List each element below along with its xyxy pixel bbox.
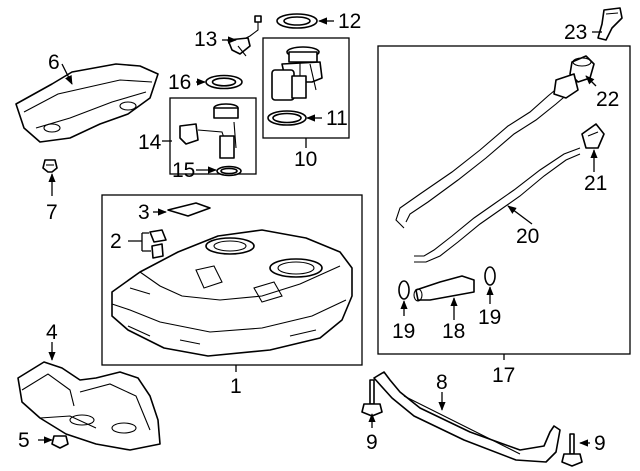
callout-9-left: 9	[366, 431, 378, 454]
callout-19-left: 19	[392, 320, 415, 343]
callout-23: 23	[564, 21, 587, 44]
callout-3: 3	[138, 201, 150, 224]
callout-12: 12	[338, 10, 361, 33]
bolt-part-right[interactable]	[561, 433, 583, 467]
fuel-level-sensor-part[interactable]	[179, 103, 239, 159]
hose-part[interactable]	[413, 275, 475, 302]
callout-4: 4	[46, 321, 58, 344]
leader-lines	[38, 17, 602, 447]
callout-19-right: 19	[478, 306, 501, 329]
callout-5: 5	[18, 429, 30, 452]
callout-20: 20	[516, 225, 539, 248]
clip-part[interactable]	[42, 159, 58, 173]
callout-labels: 6 7 13 12 16 11 10 14 15 3 2 1 4 5 8 9 9…	[18, 10, 619, 455]
callout-8: 8	[436, 371, 448, 394]
small-pads-part[interactable]	[149, 229, 167, 259]
heat-shield-part[interactable]	[15, 63, 159, 143]
callout-13: 13	[194, 28, 217, 51]
lock-ring-part[interactable]	[276, 13, 318, 29]
callout-22: 22	[596, 88, 619, 111]
sender-connector-part[interactable]	[227, 15, 262, 57]
callout-21: 21	[584, 172, 607, 195]
callout-6: 6	[48, 51, 60, 74]
callout-9-right: 9	[594, 432, 606, 455]
hose-clamp-part-right[interactable]	[484, 266, 496, 286]
hose-clamp-part-left[interactable]	[398, 280, 410, 300]
callout-2: 2	[110, 230, 122, 253]
tank-pad-part[interactable]	[167, 202, 211, 217]
pump-seal-part[interactable]	[267, 110, 307, 126]
bolt-part-left[interactable]	[361, 379, 383, 417]
group-box-fuel-level-sensor	[169, 97, 257, 175]
callout-16: 16	[168, 71, 191, 94]
callout-1: 1	[230, 375, 242, 398]
callout-7: 7	[46, 201, 58, 224]
fuel-tank-part[interactable]	[111, 229, 353, 357]
tank-shield-part[interactable]	[17, 361, 161, 451]
group-box-fuel-tank	[101, 194, 363, 366]
tank-strap-part[interactable]	[373, 371, 561, 463]
callout-17: 17	[492, 364, 515, 387]
nut-part[interactable]	[51, 435, 69, 449]
group-box-filler-pipe	[377, 45, 631, 355]
vent-connector-part[interactable]	[581, 123, 605, 149]
filler-pipe-part[interactable]	[395, 73, 581, 263]
fuel-pump-module-part[interactable]	[271, 46, 323, 101]
filler-cap-part[interactable]	[597, 7, 623, 41]
callout-15: 15	[172, 159, 195, 182]
level-sensor-seal-part[interactable]	[216, 165, 242, 177]
callout-18: 18	[442, 320, 465, 343]
callout-14: 14	[138, 131, 162, 154]
callout-10: 10	[294, 148, 317, 171]
callout-11: 11	[326, 107, 348, 130]
level-sensor-lock-ring-part[interactable]	[205, 74, 243, 90]
